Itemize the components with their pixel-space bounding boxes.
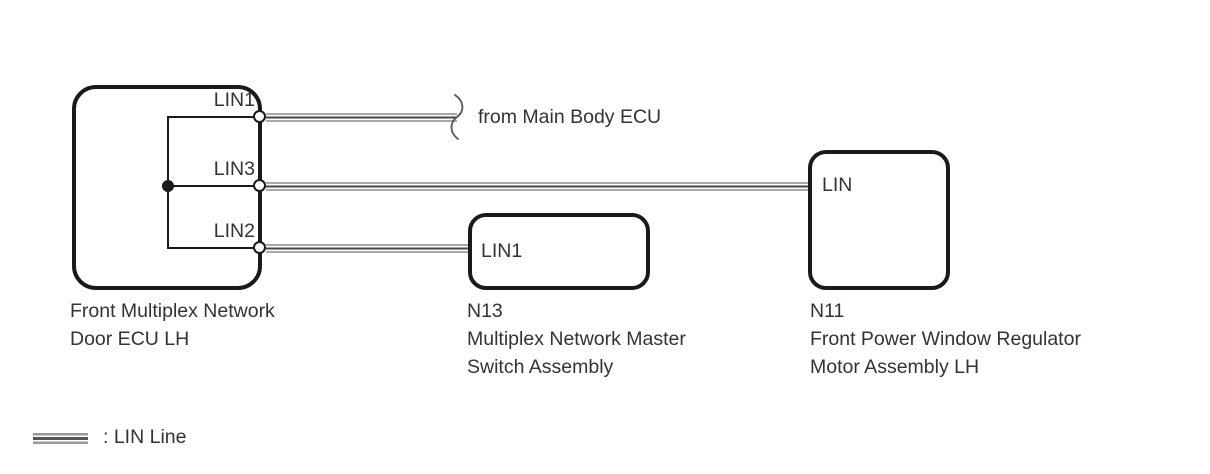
legend-label: : LIN Line [103, 426, 187, 448]
caption-line: Front Power Window Regulator [810, 328, 1081, 350]
lin1-wire-to-main-body-ecu [266, 112, 457, 122]
from-main-body-ecu-label: from Main Body ECU [478, 106, 662, 128]
n11-caption: N11 Front Power Window Regulator Motor A… [810, 297, 1081, 381]
n13-pin-lin1: LIN1 [481, 240, 523, 262]
n11-pin-lin: LIN [822, 174, 853, 196]
n13-box [468, 213, 650, 290]
terminal-circle-lin3 [253, 179, 266, 192]
door-ecu-internal-line-lin2 [167, 247, 260, 249]
caption-line: Switch Assembly [467, 356, 614, 378]
lin3-wire-to-n11 [266, 181, 808, 191]
door-ecu-caption: Front Multiplex Network Door ECU LH [70, 297, 275, 353]
caption-line: N11 [810, 300, 845, 322]
junction-dot [162, 180, 174, 192]
caption-line: Multiplex Network Master [467, 328, 686, 350]
legend: : LIN Line [33, 426, 186, 448]
wire-break-icon [450, 94, 464, 140]
door-ecu-pin-lin2: LIN2 [213, 220, 255, 242]
lin2-wire-to-n13 [266, 243, 468, 253]
caption-line: Motor Assembly LH [810, 356, 980, 378]
door-ecu-pin-lin1: LIN1 [213, 89, 255, 111]
n13-caption: N13 Multiplex Network Master Switch Asse… [467, 297, 686, 381]
terminal-circle-lin1 [253, 110, 266, 123]
terminal-circle-lin2 [253, 241, 266, 254]
caption-line: Door ECU LH [70, 328, 190, 350]
caption-line: N13 [467, 300, 503, 322]
caption-line: Front Multiplex Network [70, 300, 275, 322]
n11-box [808, 150, 950, 290]
door-ecu-pin-lin3: LIN3 [213, 158, 255, 180]
lin-line-sample-icon [33, 432, 88, 444]
door-ecu-internal-line-lin1 [167, 116, 260, 118]
door-ecu-internal-line-lin3 [167, 185, 260, 187]
